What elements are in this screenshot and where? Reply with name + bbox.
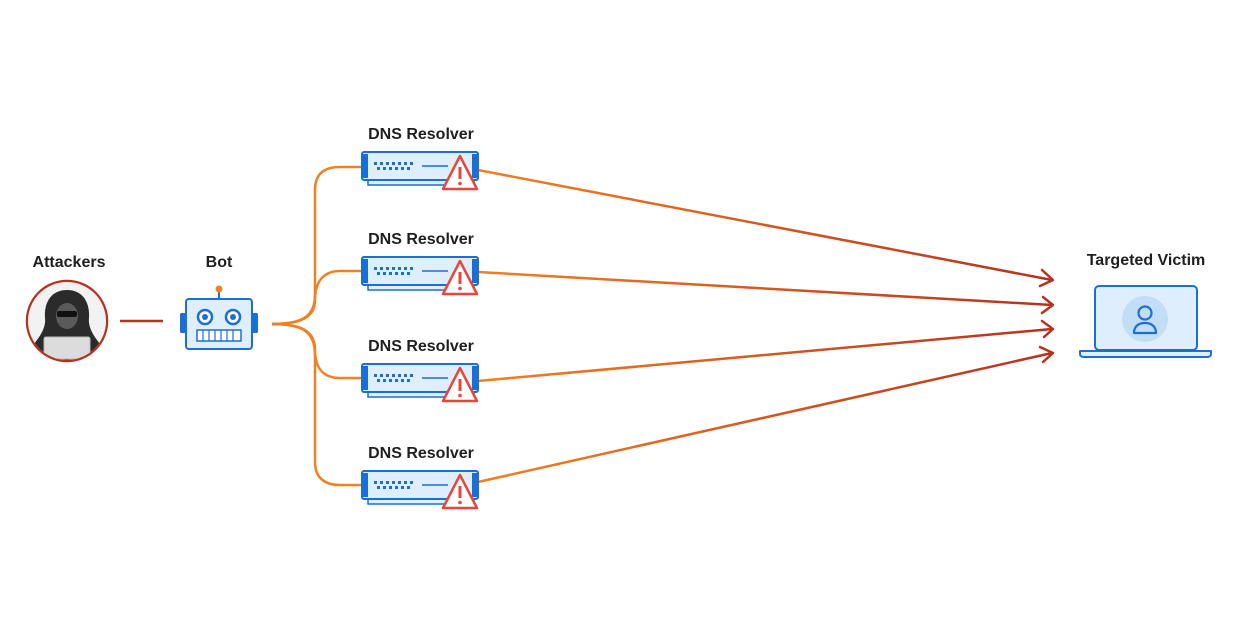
- hooded-hacker-icon: [28, 282, 106, 360]
- dns-resolver-4: [361, 470, 479, 510]
- resolver-label-4: DNS Resolver: [368, 445, 474, 462]
- laptop-user-icon: [1079, 285, 1212, 358]
- connector-to-resolver-3: [271, 322, 362, 380]
- resolver-label-2: DNS Resolver: [368, 231, 474, 248]
- arrowhead-4: [1038, 345, 1055, 364]
- server-icon: [361, 363, 479, 398]
- attackers-label: Attackers: [32, 254, 106, 271]
- arrow-line-4: [477, 351, 1053, 484]
- dns-resolver-2: [361, 256, 479, 296]
- connector-to-resolver-4: [271, 322, 362, 487]
- resolver-label-1: DNS Resolver: [368, 126, 474, 143]
- warning-triangle-icon: [441, 366, 479, 403]
- arrowhead-1: [1038, 268, 1055, 288]
- resolver-victim-arrows: [477, 168, 1055, 484]
- attacker-avatar: [25, 279, 109, 363]
- user-icon: [1132, 305, 1158, 335]
- robot-icon: [180, 285, 258, 350]
- arrowhead-3: [1040, 319, 1055, 339]
- server-icon: [361, 151, 479, 186]
- connector-to-resolver-2: [271, 269, 362, 326]
- arrowheads: [1038, 268, 1055, 364]
- dns-resolver-1: [361, 151, 479, 191]
- server-icon: [361, 470, 479, 505]
- warning-triangle-icon: [441, 259, 479, 296]
- bot-label: Bot: [205, 254, 233, 271]
- bot-resolver-connectors: [271, 165, 362, 487]
- connector-to-resolver-1: [271, 165, 362, 326]
- arrow-line-2: [477, 270, 1053, 307]
- server-icon: [361, 256, 479, 291]
- arrow-line-3: [477, 327, 1053, 383]
- warning-triangle-icon: [441, 473, 479, 510]
- arrowhead-2: [1040, 295, 1055, 315]
- dns-resolver-3: [361, 363, 479, 403]
- warning-triangle-icon: [441, 154, 479, 191]
- arrow-line-1: [477, 168, 1053, 282]
- victim-label: Targeted Victim: [1086, 252, 1206, 269]
- resolver-label-3: DNS Resolver: [368, 338, 474, 355]
